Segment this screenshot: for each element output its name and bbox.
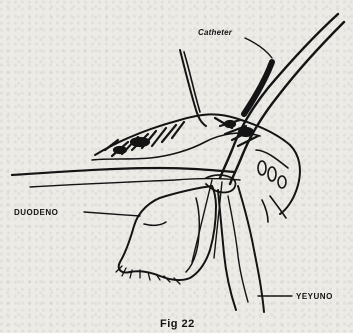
vertical-vessel-2 bbox=[184, 52, 200, 112]
duodenum-fringe bbox=[116, 266, 180, 284]
catheter-tube-2 bbox=[230, 22, 344, 184]
catheter-leader bbox=[245, 38, 272, 58]
duodeno-leader bbox=[84, 212, 140, 216]
catheter-label: Catheter bbox=[198, 28, 232, 37]
tissue-fold bbox=[95, 114, 300, 214]
duodenum-outline bbox=[119, 186, 216, 280]
yeyuno-label: YEYUNO bbox=[296, 292, 333, 301]
duodenum-fold bbox=[144, 222, 166, 225]
jejunum-right bbox=[238, 186, 264, 312]
jejunum-left bbox=[218, 190, 236, 310]
horizontal-strand bbox=[12, 168, 235, 175]
figure-caption: Fig 22 bbox=[160, 318, 195, 330]
duodeno-label: DUODENO bbox=[14, 208, 58, 217]
